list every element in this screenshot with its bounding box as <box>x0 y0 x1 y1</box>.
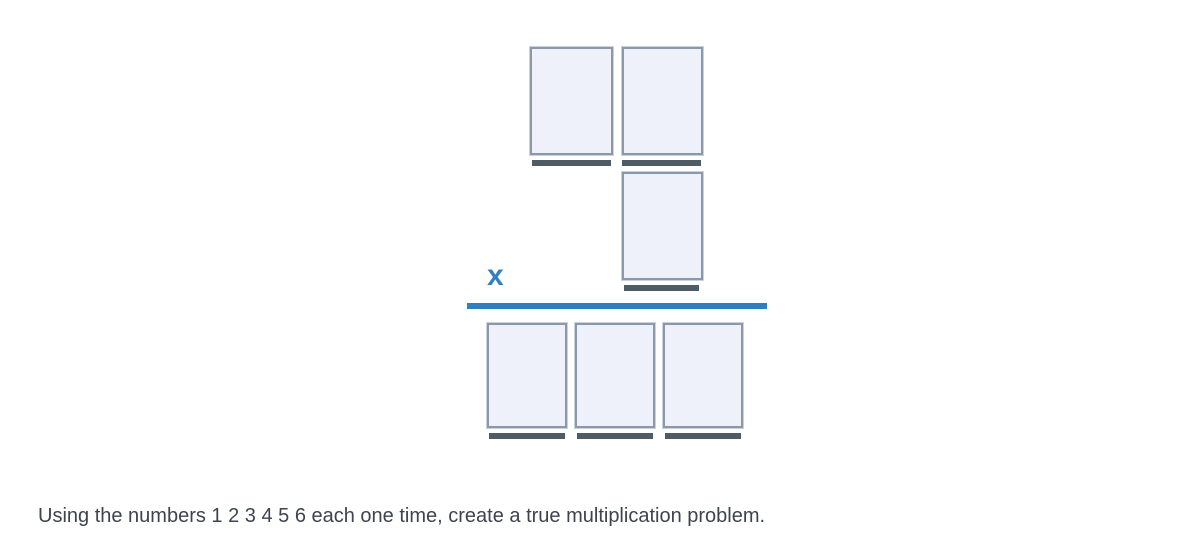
multiply-operator-icon: x <box>487 259 504 292</box>
digit-cell-product-2[interactable] <box>662 322 744 429</box>
digit-underline-multiplier-0 <box>624 285 699 291</box>
digit-underline-multiplicand-1 <box>622 160 701 166</box>
solution-divider-rule <box>467 303 767 309</box>
digit-cell-product-1[interactable] <box>574 322 656 429</box>
digit-underline-product-1 <box>577 433 653 439</box>
digit-underline-product-2 <box>665 433 741 439</box>
digit-cell-multiplier-0[interactable] <box>621 171 704 281</box>
digit-cell-multiplicand-1[interactable] <box>621 46 704 156</box>
digit-underline-product-0 <box>489 433 565 439</box>
puzzle-instructions: Using the numbers 1 2 3 4 5 6 each one t… <box>38 505 766 527</box>
digit-cell-multiplicand-0[interactable] <box>529 46 614 156</box>
digit-underline-multiplicand-0 <box>532 160 611 166</box>
digit-cell-product-0[interactable] <box>486 322 568 429</box>
